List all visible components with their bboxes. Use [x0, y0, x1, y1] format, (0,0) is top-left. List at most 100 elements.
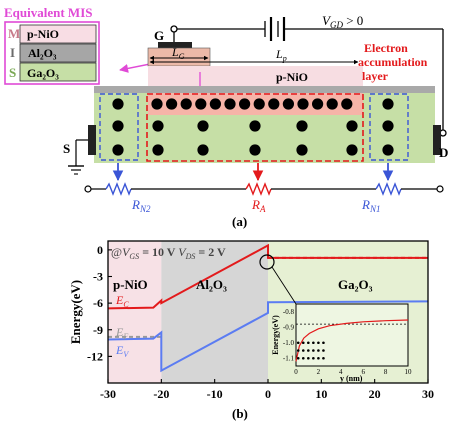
inset-ylabel: Energy(eV) — [271, 315, 280, 355]
electron-bulk — [197, 120, 209, 132]
inset-x-tick-label: 10 — [405, 368, 413, 376]
mis-letter-m: M — [8, 26, 20, 41]
annotation-at: @ — [111, 245, 122, 259]
electron-accumulated — [239, 98, 251, 110]
x-tick-label: -10 — [207, 387, 223, 401]
electron-accumulated — [282, 98, 294, 110]
region-label-ga2o3: Ga₂O₃ — [338, 277, 373, 292]
region-label-al2o3: Al₂O₃ — [196, 277, 227, 292]
mis-letter-s: S — [9, 65, 16, 80]
lg-subscript: G — [179, 52, 185, 61]
gate-label: G — [154, 28, 164, 43]
gate-metal — [158, 42, 192, 48]
band-lines — [107, 243, 429, 373]
inset-electron — [296, 341, 300, 345]
panel-a: Equivalent MIS M I S p-NiO Al₂O₃ Ga₂O₃ — [4, 5, 448, 229]
electron-accumulated — [297, 98, 309, 110]
annotation-vds-symbol: V — [178, 245, 187, 259]
inset-electron — [301, 349, 305, 352]
region-band — [108, 241, 162, 383]
electron-label-line2: accumulation — [358, 55, 428, 69]
inset-x-tick-label: 4 — [339, 368, 343, 376]
annotation-vgs-subscript: GS — [129, 252, 139, 261]
rn1-subscript: N1 — [369, 204, 381, 214]
electron-bulk — [382, 144, 394, 156]
vgd-label: VGD > 0 — [322, 13, 363, 30]
electron-label-line1: Electron — [364, 41, 408, 55]
ev-symbol: E — [115, 343, 124, 357]
inset-x-tick-label: 0 — [294, 368, 298, 376]
inset-xlabel: y (nm) — [340, 374, 363, 383]
inset-x-tick-label: 6 — [361, 368, 365, 376]
inset-y-tick-label: -1.0 — [283, 339, 295, 347]
source-label: S — [63, 141, 70, 156]
zoom-leader — [271, 266, 297, 305]
inset-electron — [307, 349, 310, 352]
inset-electron — [317, 341, 320, 345]
inset-electron — [322, 341, 325, 345]
pnio-label: p-NiO — [276, 70, 308, 84]
inset-electron — [296, 349, 300, 352]
electron-accumulated — [166, 98, 178, 110]
source-contact — [88, 125, 96, 155]
inset-electron — [312, 341, 315, 345]
ra-label: RA — [251, 197, 266, 214]
electron-dots — [112, 98, 394, 156]
rn2-label: RN2 — [131, 197, 151, 214]
electron-bulk — [382, 98, 394, 110]
electron-bulk — [112, 144, 124, 156]
inset-electron — [301, 341, 305, 345]
gate-circuit — [170, 17, 447, 137]
ec-label: EC — [115, 293, 129, 309]
ec-symbol: E — [115, 293, 124, 307]
electron-bulk — [249, 120, 261, 132]
mis-letter-i: I — [10, 45, 15, 60]
mis-material-s: Ga₂O₃ — [27, 66, 59, 80]
inset-electron — [317, 356, 320, 360]
panel-b-caption: (b) — [232, 406, 248, 421]
inset-y-tick-label: -1.1 — [283, 354, 295, 362]
ef-symbol: E — [115, 325, 124, 339]
mis-legend: M I S p-NiO Al₂O₃ Ga₂O₃ — [4, 21, 100, 85]
electron-bulk — [346, 120, 358, 132]
y-tick-label: -6 — [93, 296, 103, 310]
mis-material-m: p-NiO — [27, 27, 59, 41]
region-band — [161, 241, 268, 383]
electron-bulk — [346, 144, 358, 156]
electron-bulk — [152, 120, 164, 132]
inset-electron — [301, 356, 305, 360]
y-tick-label: 0 — [97, 243, 103, 257]
drain-contact — [433, 125, 441, 155]
electron-bulk — [382, 120, 394, 132]
inset-electron — [307, 356, 310, 360]
electron-bulk — [152, 144, 164, 156]
electron-bulk — [112, 120, 124, 132]
rn2-symbol: R — [131, 197, 140, 212]
ev-label: EV — [115, 343, 129, 359]
inset-ec-curve — [295, 319, 409, 362]
annotation-vgs-value: = 10 V — [139, 245, 178, 259]
x-tick-label: -20 — [153, 387, 169, 401]
electron-accumulated — [326, 98, 338, 110]
electron-bulk — [249, 144, 261, 156]
x-tick-label: 30 — [422, 387, 434, 401]
inset-electron — [312, 356, 315, 360]
annotation-vds-subscript: DS — [185, 252, 196, 261]
vgd-subscript: GD — [330, 20, 343, 30]
rn1-symbol: R — [361, 197, 370, 212]
ev-subscript: V — [123, 350, 129, 359]
x-tick-label: -30 — [100, 387, 116, 401]
ec-subscript: C — [123, 300, 129, 309]
electron-label-line3: layer — [362, 69, 389, 83]
electron-accumulated — [209, 98, 221, 110]
lg-symbol: L — [171, 45, 179, 59]
bias-annotation: @VGS = 10 V VDS = 2 V — [111, 245, 226, 261]
lp-symbol: L — [275, 47, 283, 61]
ef-subscript: F — [122, 332, 128, 341]
access-region-left — [99, 93, 139, 161]
inset-y-tick-label: -0.8 — [283, 308, 295, 316]
lp-label: Lp — [275, 47, 287, 63]
